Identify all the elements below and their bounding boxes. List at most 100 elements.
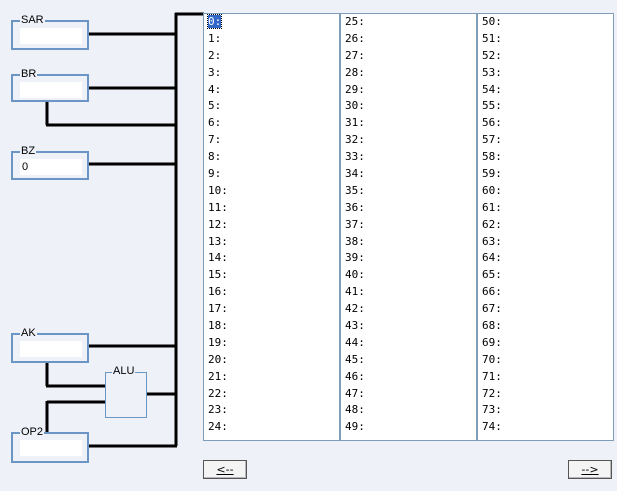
memory-cell[interactable]: 29: (341, 82, 476, 99)
memory-list-2[interactable]: 25:26:27:28:29:30:31:32:33:34:35:36:37:3… (340, 13, 477, 441)
memory-cell[interactable]: 13: (204, 234, 339, 251)
memory-cell[interactable]: 54: (478, 82, 613, 99)
memory-list-1[interactable]: 0: 1:2:3:4:5:6:7:8: 9:10: 11:12:13:14:15:16… (203, 13, 340, 441)
memory-cell[interactable]: 50: (478, 14, 613, 31)
memory-cell[interactable]: 12: (204, 217, 339, 234)
memory-cell[interactable]: 11: (204, 200, 339, 217)
memory-cell[interactable]: 58: (478, 149, 613, 166)
memory-cell[interactable]: 43: (341, 318, 476, 335)
memory-cell[interactable]: 57: (478, 132, 613, 149)
memory-cell[interactable]: 20: (204, 352, 339, 369)
memory-cell[interactable]: 33: (341, 149, 476, 166)
memory-cell[interactable]: 56: (478, 115, 613, 132)
memory-cell-label: 0: (206, 14, 223, 29)
memory-cell[interactable]: 7: (204, 132, 339, 149)
memory-cell[interactable]: 74: (478, 419, 613, 436)
memory-cell[interactable]: 41: (341, 284, 476, 301)
memory-cell-label: 43: (345, 319, 365, 333)
memory-cell[interactable]: 1: (204, 31, 339, 48)
memory-cell[interactable]: 63: (478, 234, 613, 251)
next-page-button[interactable]: --> (568, 460, 612, 479)
memory-cell[interactable]: 23: (204, 402, 339, 419)
prev-page-button[interactable]: <-- (203, 460, 247, 479)
memory-cell-label: 61: (482, 200, 502, 214)
memory-cell-label: 20: (208, 352, 228, 366)
memory-cell[interactable]: 31: (341, 115, 476, 132)
memory-list-3[interactable]: 50:51:52:53:54:55:56:57:58:59:60:61:62:6… (477, 13, 614, 441)
memory-cell[interactable]: 69: (478, 335, 613, 352)
memory-cell[interactable]: 52: (478, 48, 613, 65)
memory-cell[interactable]: 10: (204, 183, 339, 200)
memory-cell-label: 47: (345, 386, 365, 400)
memory-cell[interactable]: 64: (478, 250, 613, 267)
memory-cell[interactable]: 38: (341, 234, 476, 251)
memory-cell[interactable]: 34: (341, 166, 476, 183)
memory-cell[interactable]: 49: (341, 419, 476, 436)
memory-cell[interactable]: 42: (341, 301, 476, 318)
memory-cell[interactable]: 46: (341, 369, 476, 386)
memory-cell[interactable]: 70: (478, 352, 613, 369)
memory-cell[interactable]: 60: (478, 183, 613, 200)
memory-cell-label: 22: (208, 386, 228, 400)
memory-cell-label: 55: (482, 99, 502, 113)
memory-cell-label: 54: (482, 82, 502, 96)
memory-cell[interactable]: 22: (204, 386, 339, 403)
memory-cell[interactable]: 61: (478, 200, 613, 217)
memory-cell[interactable]: 21: (204, 369, 339, 386)
memory-cell[interactable]: 35: (341, 183, 476, 200)
memory-cell[interactable]: 72: (478, 386, 613, 403)
memory-cell[interactable]: 32: (341, 132, 476, 149)
memory-cell[interactable]: 45: (341, 352, 476, 369)
memory-cell[interactable]: 3: (204, 65, 339, 82)
memory-cell[interactable]: 27: (341, 48, 476, 65)
alu-unit: ALU (105, 365, 147, 418)
memory-cell-label: 30: (345, 99, 365, 113)
memory-cell[interactable]: 62: (478, 217, 613, 234)
memory-cell[interactable]: 0: (204, 14, 339, 31)
register-ak-value (20, 341, 82, 357)
memory-cell-label: 23: (208, 403, 228, 417)
memory-cell-label: 8: (208, 150, 222, 164)
memory-cell[interactable]: 53: (478, 65, 613, 82)
memory-cell[interactable]: 15: (204, 267, 339, 284)
register-sar-value (20, 28, 82, 44)
memory-cell[interactable]: 71: (478, 369, 613, 386)
memory-cell[interactable]: 67: (478, 301, 613, 318)
memory-cell[interactable]: 39: (341, 250, 476, 267)
memory-cell[interactable]: 24: (204, 419, 339, 436)
memory-cell[interactable]: 51: (478, 31, 613, 48)
memory-cell[interactable]: 48: (341, 402, 476, 419)
memory-cell[interactable]: 5: (204, 98, 339, 115)
memory-cell[interactable]: 16: (204, 284, 339, 301)
memory-cell[interactable]: 30: (341, 98, 476, 115)
memory-cell[interactable]: 66: (478, 284, 613, 301)
memory-cell[interactable]: 17: (204, 301, 339, 318)
memory-cell[interactable]: 73: (478, 402, 613, 419)
memory-cell[interactable]: 2: (204, 48, 339, 65)
memory-cell[interactable]: 8: (204, 149, 339, 166)
memory-cell[interactable]: 19: (204, 335, 339, 352)
memory-cell[interactable]: 44: (341, 335, 476, 352)
memory-cell[interactable]: 59: (478, 166, 613, 183)
memory-cell[interactable]: 18: (204, 318, 339, 335)
memory-cell[interactable]: 55: (478, 98, 613, 115)
memory-cell-label: 10: (208, 183, 228, 197)
memory-cell[interactable]: 47: (341, 386, 476, 403)
memory-cell[interactable]: 28: (341, 65, 476, 82)
memory-cell[interactable]: 40: (341, 267, 476, 284)
memory-cell[interactable]: 9: (204, 166, 339, 183)
memory-cell[interactable]: 68: (478, 318, 613, 335)
memory-cell[interactable]: 4: (204, 82, 339, 99)
memory-cell[interactable]: 25: (341, 14, 476, 31)
memory-cell[interactable]: 65: (478, 267, 613, 284)
memory-cell[interactable]: 36: (341, 200, 476, 217)
memory-cell-label: 42: (345, 302, 365, 316)
memory-cell[interactable]: 37: (341, 217, 476, 234)
memory-cell-label: 58: (482, 150, 502, 164)
memory-cell[interactable]: 6: (204, 115, 339, 132)
memory-cell-label: 63: (482, 234, 502, 248)
memory-cell[interactable]: 26: (341, 31, 476, 48)
memory-cell-label: 53: (482, 65, 502, 79)
memory-cell[interactable]: 14: (204, 250, 339, 267)
